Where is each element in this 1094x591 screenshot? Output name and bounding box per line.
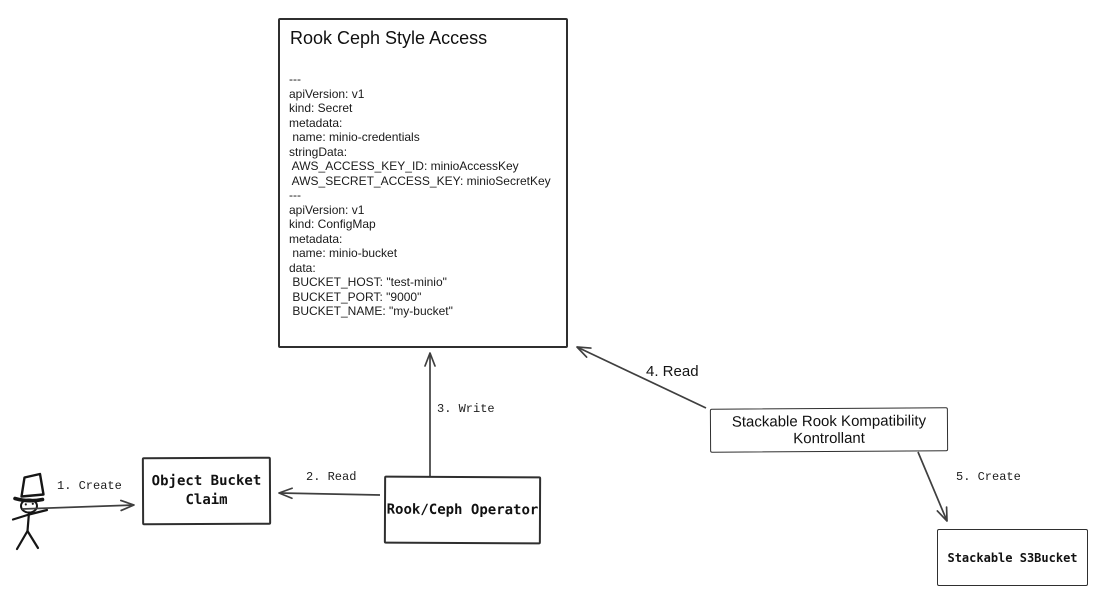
node-stackable-rook-kompatibility-kontrollant: Stackable Rook Kompatibility Kontrollant [709,407,949,453]
node-label: Object Bucket Claim [151,472,262,509]
edge-read-claim-arrow [278,487,381,500]
node-rook-ceph-operator: Rook/Ceph Operator [383,475,542,545]
node-title: Rook Ceph Style Access [290,28,488,48]
node-label: Rook/Ceph Operator [386,501,539,519]
edge-label-read-claim: 2. Read [306,470,357,484]
edge-create-s3bucket-arrow [917,451,948,522]
node-label: Stackable Rook Kompatibility Kontrollant [731,412,927,448]
edge-create-claim-arrow [21,499,135,512]
edge-label-create-s3bucket: 5. Create [956,470,1021,484]
edge-label-write-access: 3. Write [437,402,495,416]
node-rook-ceph-style-access: Rook Ceph Style Access --- apiVersion: v… [278,18,568,348]
node-object-bucket-claim: Object Bucket Claim [141,456,272,526]
yaml-manifest-text: --- apiVersion: v1 kind: Secret metadata… [289,72,551,318]
node-stackable-s3bucket: Stackable S3Bucket [937,529,1088,586]
edge-label-read-access: 4. Read [646,363,699,380]
stick-figure-top-hat-icon [11,472,49,551]
edge-label-create-claim: 1. Create [57,479,122,493]
node-label: Stackable S3Bucket [947,550,1078,565]
